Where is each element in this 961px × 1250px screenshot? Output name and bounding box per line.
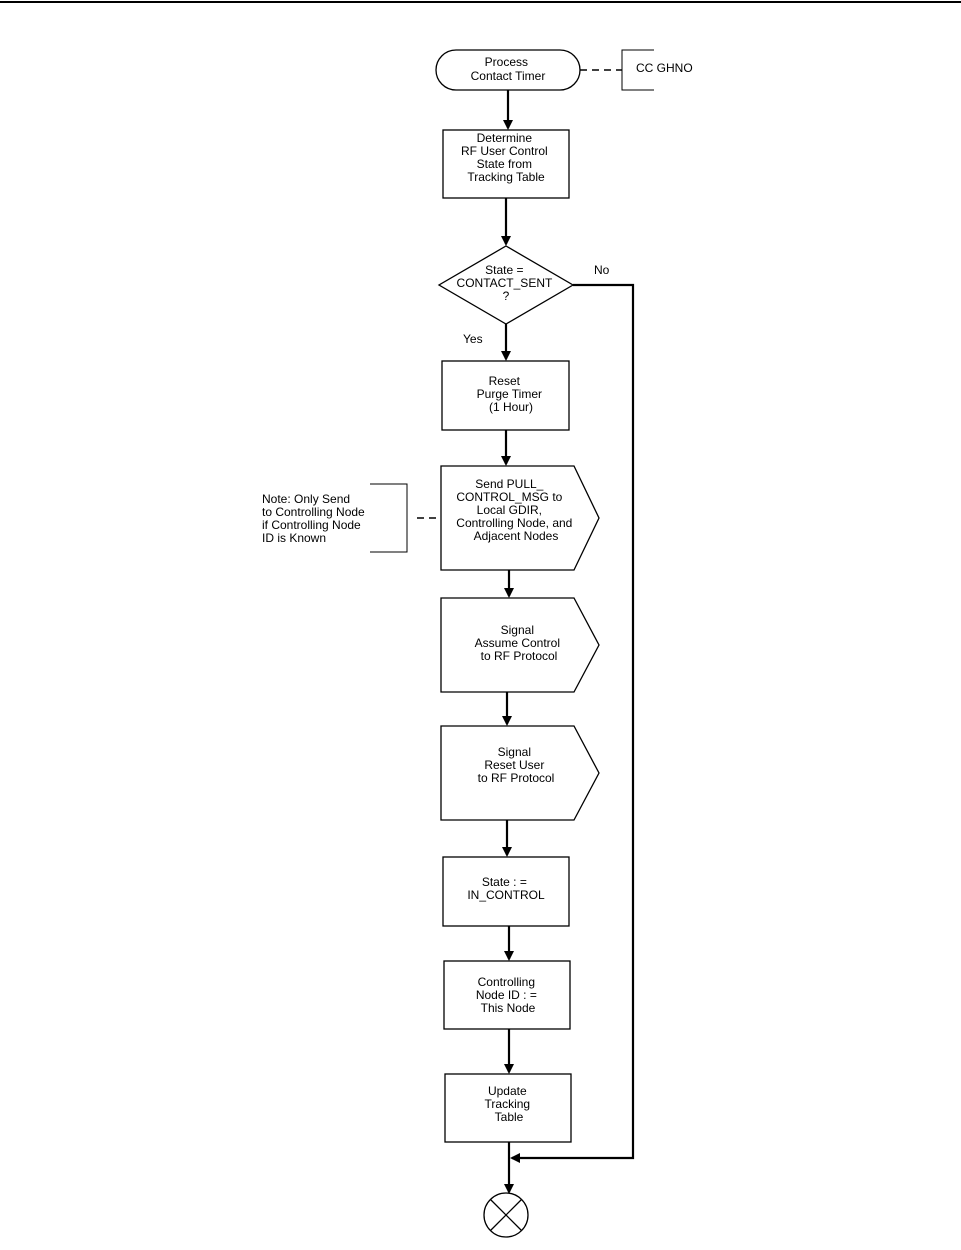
send-pull-control-label: Send PULL_ CONTROL_MSG to Local GDIR, Co… xyxy=(456,477,575,543)
send-pull-control-shape: Send PULL_ CONTROL_MSG to Local GDIR, Co… xyxy=(440,465,600,571)
signal-assume-control-shape: Signal Assume Control to RF Protocol xyxy=(440,597,600,693)
set-state-label: State : = IN_CONTROL xyxy=(467,875,545,902)
cc-ghno-bracket xyxy=(621,49,654,91)
determine-state-label: Determine RF User Control State from Tra… xyxy=(461,131,551,184)
reset-purge-box: Reset Purge Timer (1 Hour) xyxy=(441,360,570,431)
start-terminator: Process Contact Timer xyxy=(435,49,581,91)
branch-yes-label: Yes xyxy=(463,332,483,346)
note-text: Note: Only Send to Controlling Node if C… xyxy=(262,492,368,545)
signal-reset-user-shape: Signal Reset User to RF Protocol xyxy=(440,725,600,821)
decision-label: State = CONTACT_SENT ? xyxy=(457,263,556,303)
start-label: Process Contact Timer xyxy=(471,55,546,83)
signal-assume-control-label: Signal Assume Control to RF Protocol xyxy=(475,623,564,663)
determine-state-box: Determine RF User Control State from Tra… xyxy=(442,129,570,199)
end-connector-x-2 xyxy=(490,1199,522,1231)
signal-reset-user-label: Signal Reset User to RF Protocol xyxy=(478,745,555,785)
set-node-id-box: Controlling Node ID : = This Node xyxy=(443,960,571,1030)
end-connector xyxy=(483,1192,529,1238)
branch-no-label: No xyxy=(594,263,610,277)
set-node-id-label: Controlling Node ID : = This Node xyxy=(476,975,540,1015)
flow-no-bypass xyxy=(510,283,635,1163)
cc-ghno-label: CC GHNO xyxy=(636,61,693,75)
note-bracket xyxy=(370,483,408,553)
reset-purge-label: Reset Purge Timer (1 Hour) xyxy=(477,374,546,414)
update-table-label: Update Tracking Table xyxy=(485,1084,534,1124)
decision-diamond: State = CONTACT_SENT ? xyxy=(437,245,575,325)
set-state-box: State : = IN_CONTROL xyxy=(442,856,570,927)
update-table-box: Update Tracking Table xyxy=(444,1073,572,1143)
